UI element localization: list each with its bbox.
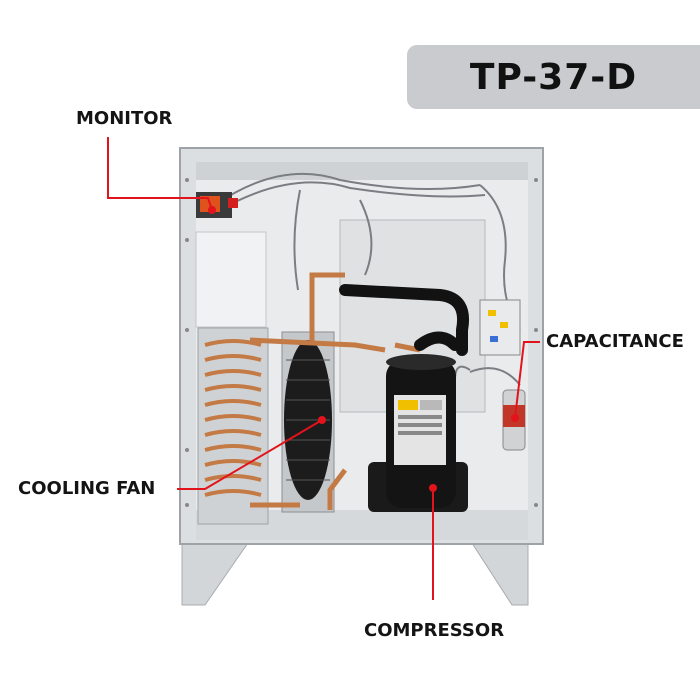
cabinet-legs <box>181 539 529 606</box>
cooling-fan-dot <box>318 416 326 424</box>
cooling-fan-callout-line <box>177 419 323 490</box>
condenser-coil <box>197 327 269 525</box>
cooling-fan-label: COOLING FAN <box>18 478 156 499</box>
model-title: TP-37-D <box>469 56 638 98</box>
cooling-fan <box>281 331 335 513</box>
compressor-label: COMPRESSOR <box>364 620 505 641</box>
callout-dots <box>208 206 519 492</box>
insulated-pipes <box>339 284 469 356</box>
compressor <box>368 354 468 512</box>
monitor-unit <box>196 192 238 218</box>
monitor-callout-line <box>107 137 213 211</box>
monitor-dot <box>208 206 216 214</box>
capacitance-label: CAPACITANCE <box>546 331 684 352</box>
model-badge: TP-37-D <box>407 45 700 109</box>
capacitance-callout-line <box>514 341 540 419</box>
monitor-label: MONITOR <box>76 108 173 129</box>
terminal-block <box>479 299 521 356</box>
compressor-dot <box>429 484 437 492</box>
capacitance-dot <box>511 414 519 422</box>
callout-lines <box>107 137 540 600</box>
